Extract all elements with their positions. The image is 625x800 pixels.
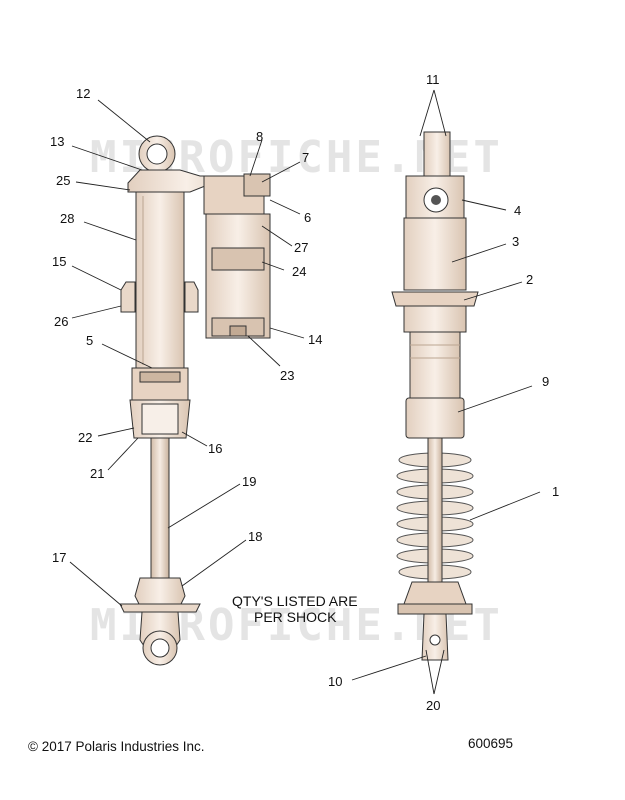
callout-10: 10: [328, 674, 342, 689]
reservoir: [203, 173, 271, 339]
callout-19: 19: [242, 474, 256, 489]
callout-13: 13: [50, 134, 64, 149]
spring: [396, 437, 474, 589]
callout-16: 16: [208, 441, 222, 456]
diagram-number: 600695: [468, 736, 513, 751]
callout-27: 27: [294, 240, 308, 255]
callout-5: 5: [86, 333, 93, 348]
callout-9: 9: [542, 374, 549, 389]
shaft: [150, 437, 170, 579]
qty-note-line2: PER SHOCK: [254, 609, 337, 625]
callout-7: 7: [302, 150, 309, 165]
callout-18: 18: [248, 529, 262, 544]
bottom-plate: [119, 603, 201, 613]
callout-23: 23: [280, 368, 294, 383]
spring-perch: [391, 291, 479, 307]
body-tube: [135, 191, 185, 371]
callout-25: 25: [56, 173, 70, 188]
crossover-ring: [405, 397, 465, 439]
bottom-bumper: [134, 577, 186, 607]
qty-note-line1: QTY'S LISTED ARE: [232, 593, 358, 609]
bottom-perch: [403, 581, 467, 605]
callout-22: 22: [78, 430, 92, 445]
callout-28: 28: [60, 211, 74, 226]
callout-6: 6: [304, 210, 311, 225]
callout-15: 15: [52, 254, 66, 269]
bump-stop-right: [184, 281, 199, 313]
callout-1: 1: [552, 484, 559, 499]
callout-8: 8: [256, 129, 263, 144]
callout-21: 21: [90, 466, 104, 481]
upper-body: [403, 217, 467, 291]
callout-12: 12: [76, 86, 90, 101]
callout-labels: 12 13 25 28 15 26 5 22 21 16 19 18 17 8 …: [50, 72, 559, 713]
top-clevis: [423, 131, 451, 177]
callout-3: 3: [512, 234, 519, 249]
callout-20: 20: [426, 698, 440, 713]
callout-24: 24: [292, 264, 306, 279]
lower-body: [409, 331, 461, 399]
callout-17: 17: [52, 550, 66, 565]
bump-stop-left: [120, 281, 136, 313]
callout-2: 2: [526, 272, 533, 287]
left-shock: [119, 135, 271, 666]
leader-lines: [69, 89, 541, 695]
callout-14: 14: [308, 332, 322, 347]
right-shock: [391, 131, 479, 661]
copyright-text: © 2017 Polaris Industries Inc.: [28, 739, 205, 754]
callout-4: 4: [514, 203, 521, 218]
callout-26: 26: [54, 314, 68, 329]
callout-11: 11: [426, 72, 440, 87]
